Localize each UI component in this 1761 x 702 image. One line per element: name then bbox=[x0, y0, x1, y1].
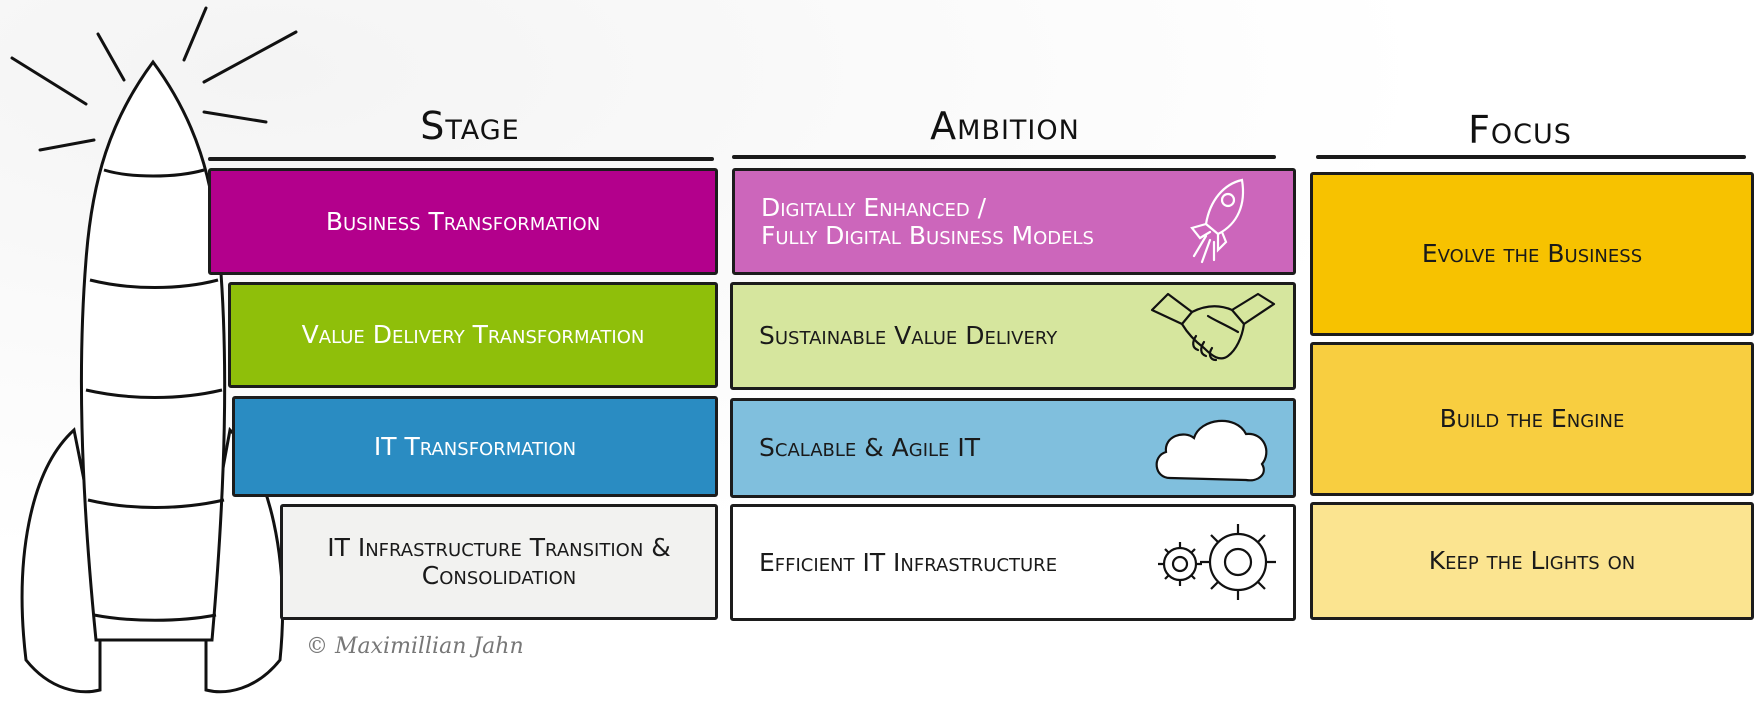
stage-it-transformation: IT Transformation bbox=[232, 396, 718, 497]
focus-keep-lights-on: Keep the Lights on bbox=[1310, 502, 1754, 620]
ambition-header-rule bbox=[732, 155, 1276, 159]
stage-business-transformation: Business Transformation bbox=[208, 168, 718, 275]
focus-header: Focus bbox=[1468, 108, 1572, 152]
ambition-digital-line1: Digitally Enhanced / bbox=[761, 192, 987, 222]
ambition-header: Ambition bbox=[930, 104, 1080, 148]
ambition-sustainable-value-delivery: Sustainable Value Delivery bbox=[730, 282, 1296, 390]
stage-header-rule bbox=[208, 157, 714, 161]
stage-header: Stage bbox=[420, 104, 520, 148]
stage-it-infrastructure: IT Infrastructure Transition & Consolida… bbox=[280, 504, 718, 620]
ambition-digital-line2: Fully Digital Business Models bbox=[761, 220, 1094, 250]
focus-build-engine: Build the Engine bbox=[1310, 342, 1754, 496]
cloud-icon bbox=[1155, 419, 1268, 482]
gears-icon bbox=[1158, 524, 1276, 600]
handshake-icon bbox=[1150, 292, 1276, 362]
stage-value-delivery-transformation: Value Delivery Transformation bbox=[228, 282, 718, 388]
focus-evolve-business: Evolve the Business bbox=[1310, 172, 1754, 336]
rocket-icon bbox=[1190, 178, 1244, 264]
focus-header-rule bbox=[1316, 155, 1746, 159]
author-credit: © Maximillian Jahn bbox=[306, 634, 524, 659]
ambition-digital-business-models: Digitally Enhanced / Fully Digital Busin… bbox=[732, 168, 1296, 275]
